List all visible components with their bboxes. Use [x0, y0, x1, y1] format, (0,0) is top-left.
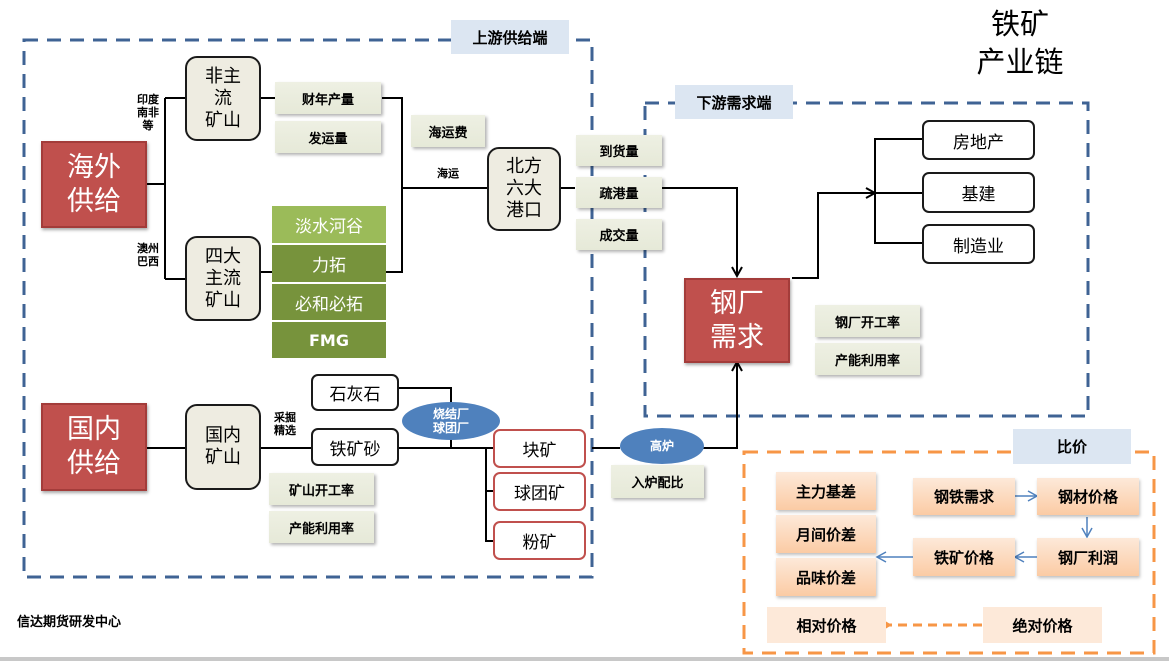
cycle-mill-profit: 钢厂利润 — [1037, 538, 1139, 576]
diagram-title-line1: 铁矿 — [990, 7, 1049, 41]
ore-type-fines: 粉矿 — [493, 521, 586, 560]
footer-source: 信达期货研发中心 — [17, 615, 122, 630]
major-mine-box: 四大 主流 矿山 — [185, 236, 261, 321]
steel-demand-line1: 钢厂 — [710, 287, 764, 319]
origin-australia: 澳州 — [137, 242, 159, 255]
domestic-supply-line2: 供给 — [67, 448, 121, 479]
major-mine-line2: 主流 — [205, 267, 241, 289]
indicator-port-clearance: 疏港量 — [576, 177, 662, 208]
miner-rio-tinto: 力拓 — [272, 245, 386, 282]
non-major-mine-box: 非主 流 矿山 — [185, 56, 261, 141]
upstream-section-border — [22, 38, 594, 579]
overseas-supply-line1: 海外 — [67, 151, 121, 183]
process-beneficiation: 精选 — [274, 424, 296, 437]
northern-ports-box: 北方 六大 港口 — [487, 147, 561, 231]
relative-price-box: 相对价格 — [767, 607, 886, 643]
price-section-border — [742, 450, 1156, 655]
steel-demand-line2: 需求 — [710, 321, 764, 353]
miner-bhp: 必和必拓 — [272, 284, 386, 320]
overseas-supply-box: 海外 供给 — [41, 141, 147, 228]
spread-main-basis: 主力基差 — [776, 472, 876, 510]
end-use-real-estate: 房地产 — [922, 120, 1035, 160]
steel-demand-box: 钢厂 需求 — [684, 278, 790, 363]
indicator-fiscal-output: 财年产量 — [275, 82, 381, 114]
ore-type-pellet: 球团矿 — [493, 472, 586, 511]
domestic-supply-line1: 国内 — [67, 414, 121, 445]
non-major-mine-line2: 流 — [214, 87, 232, 109]
origin-etc: 等 — [142, 118, 154, 132]
indicator-burden-ratio: 入炉配比 — [611, 465, 704, 498]
origin-south-africa: 南非 — [137, 105, 159, 119]
furnace-connector — [592, 362, 737, 449]
origin-brazil: 巴西 — [137, 255, 159, 268]
shipping-connector — [382, 97, 487, 273]
indicator-freight-rate: 海运费 — [411, 115, 485, 147]
overseas-supply-line2: 供给 — [67, 185, 121, 217]
bottom-strip — [0, 657, 1169, 661]
non-major-origin-label: 印度 南非 等 — [133, 90, 163, 134]
sinter-pellet-plant: 烧结厂 球团厂 — [402, 402, 500, 440]
indicator-steel-operating-rate: 钢厂开工率 — [815, 305, 920, 337]
material-limestone: 石灰石 — [311, 374, 399, 411]
pellet-plant-line2: 球团厂 — [432, 421, 469, 435]
shipping-edge-label: 海运 — [437, 166, 459, 180]
major-origin-label: 澳州 巴西 — [133, 240, 163, 270]
cycle-steel-demand: 钢铁需求 — [913, 478, 1015, 515]
end-use-manufacturing: 制造业 — [922, 224, 1035, 264]
downstream-section-label: 下游需求端 — [675, 85, 793, 119]
spread-calendar: 月间价差 — [776, 515, 876, 553]
steel-to-enduse-connector — [792, 193, 875, 279]
origin-india: 印度 — [137, 92, 159, 106]
indicator-mine-operating-rate: 矿山开工率 — [269, 473, 374, 505]
domestic-supply-box: 国内 供给 — [41, 403, 147, 491]
non-major-mine-line1: 非主 — [205, 65, 241, 87]
process-mining: 采掘 — [274, 411, 296, 424]
ports-line1: 北方 — [506, 156, 542, 177]
diagram-title-line2: 产业链 — [976, 45, 1064, 79]
non-major-mine-line3: 矿山 — [205, 109, 241, 131]
indicator-shipment-volume: 发运量 — [275, 121, 381, 153]
ore-bracket — [485, 447, 493, 542]
indicator-arrivals: 到货量 — [576, 135, 662, 166]
port-to-steel-connector — [662, 187, 737, 276]
blast-furnace-oval: 高炉 — [620, 428, 704, 464]
price-section-label: 比价 — [1013, 429, 1131, 464]
overseas-connector — [147, 97, 185, 280]
ore-type-lump: 块矿 — [493, 429, 586, 468]
major-mine-line3: 矿山 — [205, 289, 241, 311]
process-label: 采掘 精选 — [268, 410, 302, 438]
ports-line3: 港口 — [506, 200, 542, 221]
cycle-steel-price: 钢材价格 — [1037, 478, 1139, 515]
upstream-section-label: 上游供给端 — [451, 20, 569, 54]
miner-fmg: FMG — [272, 322, 386, 358]
indicator-trade-volume: 成交量 — [576, 219, 662, 250]
domestic-mine-box: 国内 矿山 — [185, 404, 261, 490]
ports-line2: 六大 — [506, 178, 542, 199]
end-use-infrastructure: 基建 — [922, 172, 1035, 213]
major-mine-line1: 四大 — [205, 245, 241, 267]
domestic-mine-line2: 矿山 — [205, 447, 241, 468]
material-iron-ore-sand: 铁矿砂 — [311, 428, 399, 466]
absolute-price-box: 绝对价格 — [983, 607, 1102, 643]
enduse-bracket — [874, 138, 922, 244]
downstream-section-border — [643, 101, 1090, 418]
spread-grade: 品味价差 — [776, 558, 876, 596]
cycle-ore-price: 铁矿价格 — [913, 538, 1015, 576]
sinter-plant-line1: 烧结厂 — [432, 407, 469, 421]
miner-vale: 淡水河谷 — [272, 206, 386, 243]
domestic-mine-line1: 国内 — [205, 425, 241, 446]
indicator-steel-capacity-utilization: 产能利用率 — [815, 343, 920, 375]
indicator-domestic-capacity-utilization: 产能利用率 — [269, 511, 374, 543]
